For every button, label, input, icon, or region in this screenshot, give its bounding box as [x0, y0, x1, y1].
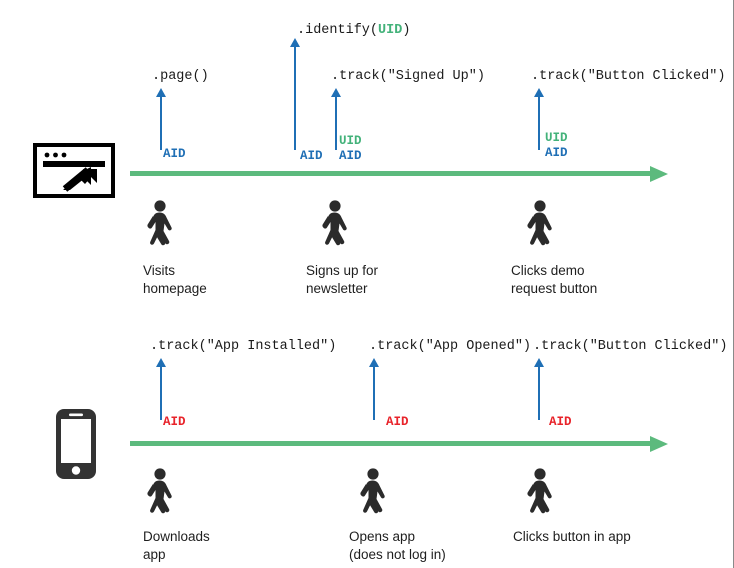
mobile-event-2-call: .track("App Opened")	[369, 339, 532, 354]
web-event-2-aid-tag: AID	[300, 149, 323, 163]
web-event-4-aid-tag: AID	[545, 146, 568, 160]
mobile-caption-1: Downloads app	[143, 529, 210, 562]
mobile-event-3-aid-tag: AID	[549, 415, 572, 429]
web-event-1-aid-tag: AID	[163, 147, 186, 161]
mobile-event-3-call: .track("Button Clicked")	[533, 339, 728, 354]
web-event-3-aid-tag: AID	[339, 149, 362, 163]
arrowhead	[369, 358, 379, 367]
web-event-3-arrow	[330, 88, 343, 150]
mobile-timeline-arrowhead	[650, 436, 668, 452]
arrow-shaft	[294, 45, 296, 150]
web-event-2-arrow	[289, 38, 302, 150]
arrow-shaft	[335, 95, 337, 150]
mobile-event-1-call: .track("App Installed")	[150, 339, 337, 354]
arrowhead	[534, 358, 544, 367]
arrowhead	[534, 88, 544, 97]
walking-person-icon	[522, 468, 562, 520]
arrowhead	[156, 358, 166, 367]
mobile-caption-3: Clicks button in app	[513, 529, 631, 544]
walking-person-icon	[317, 200, 357, 252]
browser-window-icon	[32, 142, 116, 203]
arrow-shaft	[538, 95, 540, 150]
arrow-shaft	[538, 365, 540, 420]
web-event-3-uid-tag: UID	[339, 134, 362, 148]
mobile-timeline	[130, 436, 668, 452]
web-timeline-arrowhead	[650, 166, 668, 182]
arrow-shaft	[373, 365, 375, 420]
web-caption-3: Clicks demo request button	[511, 263, 598, 296]
web-timeline-shaft	[130, 171, 650, 176]
walking-person-icon	[355, 468, 395, 520]
web-caption-2: Signs up for newsletter	[306, 263, 379, 296]
walking-person-icon	[142, 200, 182, 252]
web-event-4-call: .track("Button Clicked")	[531, 69, 726, 84]
web-event-2-call-prefix: .identify(	[297, 23, 379, 38]
web-event-4-uid-tag: UID	[545, 131, 568, 145]
mobile-caption-2: Opens app (does not log in)	[349, 529, 446, 562]
arrow-shaft	[160, 95, 162, 150]
arrowhead	[331, 88, 341, 97]
walking-person-icon	[522, 200, 562, 252]
web-event-2-call: .identify(UID)	[297, 24, 410, 38]
walking-person-icon	[142, 468, 182, 520]
web-timeline	[130, 166, 668, 182]
arrow-shaft	[160, 365, 162, 420]
web-event-2-call-uid: UID	[378, 23, 403, 38]
web-event-4-arrow	[533, 88, 546, 150]
web-event-1-call: .page()	[152, 69, 209, 84]
web-caption-1: Visits homepage	[143, 263, 207, 296]
web-event-3-call: .track("Signed Up")	[331, 69, 485, 84]
mobile-event-2-arrow	[368, 358, 381, 420]
smartphone-icon	[55, 408, 97, 485]
web-event-1-arrow	[155, 88, 168, 150]
mobile-timeline-shaft	[130, 441, 650, 446]
mobile-event-3-arrow	[533, 358, 546, 420]
mobile-event-1-arrow	[155, 358, 168, 420]
mobile-event-2-aid-tag: AID	[386, 415, 409, 429]
arrowhead	[290, 38, 300, 47]
arrowhead	[156, 88, 166, 97]
mobile-event-1-aid-tag: AID	[163, 415, 186, 429]
web-event-2-call-suffix: )	[402, 23, 411, 38]
